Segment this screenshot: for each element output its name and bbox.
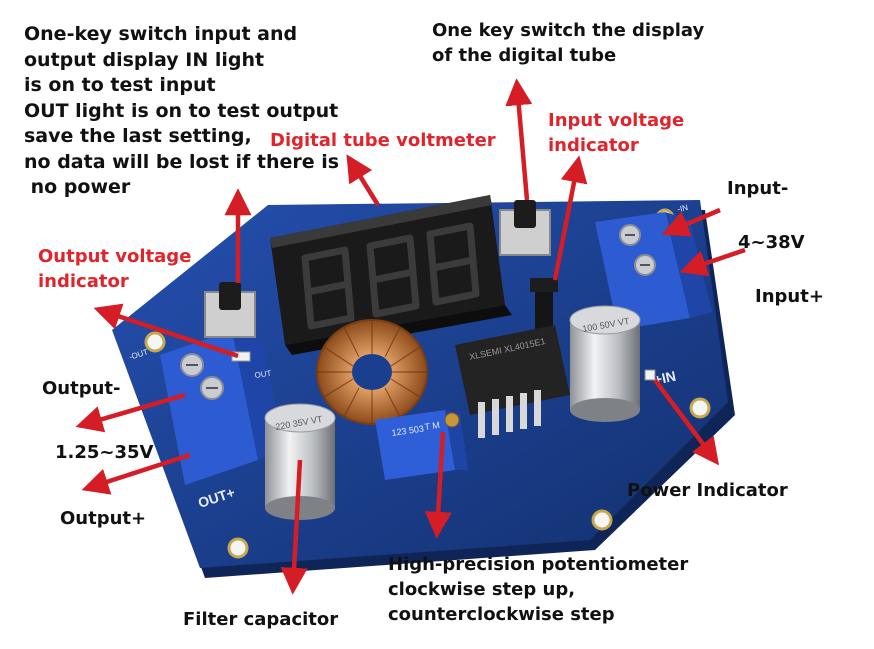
switch-description: One-key switch input and output display … [24, 22, 339, 201]
potentiometer-line-3: counterclockwise step [388, 604, 615, 625]
switch-desc-line-2: output display IN light [24, 48, 265, 71]
input-voltage-led [530, 278, 558, 337]
arrow-input-indicator [552, 155, 588, 281]
power-led [644, 369, 656, 381]
input-indicator-label: Input voltage indicator [548, 108, 684, 158]
tube-voltmeter-label: Digital tube voltmeter [270, 130, 496, 151]
arrow-output-indicator [93, 303, 239, 359]
switch-desc-line-5: save the last setting, [24, 125, 252, 147]
mount-hole [144, 331, 166, 353]
arrow-power-indicator [653, 378, 720, 466]
silk-in-minus: -IN [677, 203, 690, 214]
input-indicator-line-2: indicator [548, 135, 639, 156]
output-indicator-label: Output voltage indicator [38, 244, 191, 294]
switch-desc-line-3: is on to test input [24, 74, 216, 96]
input-range-label: 4~38V [738, 232, 805, 253]
potentiometer-line-2: clockwise step up, [388, 579, 576, 600]
switch-desc-line-7: no power [24, 176, 131, 198]
output-switch-button [204, 282, 256, 338]
arrow-output-minus [75, 392, 186, 433]
potentiometer-label: High-precision potentiometer clockwise s… [388, 552, 688, 627]
digit-8 [426, 222, 480, 306]
potentiometer: 123 503 T M [375, 410, 468, 480]
mount-hole [689, 397, 711, 419]
switch-desc-line-4: OUT light is on to test output [24, 99, 339, 122]
output-indicator-line-2: indicator [38, 271, 129, 292]
switch-desc-line-1: One-key switch input and [24, 23, 298, 45]
toroid-inductor [316, 319, 428, 425]
output-voltage-led [231, 351, 251, 362]
display-switch-line-1: One key switch the display [432, 20, 705, 41]
output-plus-label: Output+ [60, 508, 147, 529]
ic-chip: XLSEMI XL4015E1 [455, 325, 570, 438]
silk-out-led: OUT [254, 369, 272, 380]
digit-8 [301, 246, 355, 330]
input-indicator-line-1: Input voltage [548, 110, 685, 131]
arrow-potentiometer [424, 431, 452, 539]
switch-desc-line-6: no data will be lost if there is [24, 150, 340, 173]
arrow-filter-capacitor [280, 459, 308, 595]
output-minus-label: Output- [42, 378, 121, 399]
arrow-input-minus [661, 207, 721, 237]
potentiometer-line-1: High-precision potentiometer [388, 554, 689, 575]
arrow-display-switch [505, 78, 533, 201]
mount-hole [227, 537, 249, 559]
callout-arrows [75, 78, 746, 595]
display-switch-line-2: of the digital tube [432, 45, 617, 66]
input-capacitor: 100 50V VT [569, 305, 641, 422]
silk-pot: 123 503 [391, 424, 425, 438]
filter-capacitor-label: Filter capacitor [183, 609, 339, 630]
power-indicator-label: Power Indicator [627, 480, 788, 501]
input-minus-label: Input- [727, 178, 789, 199]
output-terminal-block [160, 330, 285, 485]
input-plus-label: Input+ [755, 286, 824, 307]
arrow-tube-voltmeter [346, 154, 380, 207]
display-switch-button [499, 200, 551, 256]
output-indicator-line-1: Output voltage [38, 246, 192, 267]
mount-hole [591, 509, 613, 531]
display-switch-label: One key switch the display of the digita… [432, 18, 704, 68]
silk-pot-side: T M [424, 420, 441, 432]
arrow-input-plus [679, 247, 746, 277]
output-range-label: 1.25~35V [55, 442, 154, 463]
arrow-output-plus [81, 452, 191, 495]
digit-8 [366, 234, 420, 318]
